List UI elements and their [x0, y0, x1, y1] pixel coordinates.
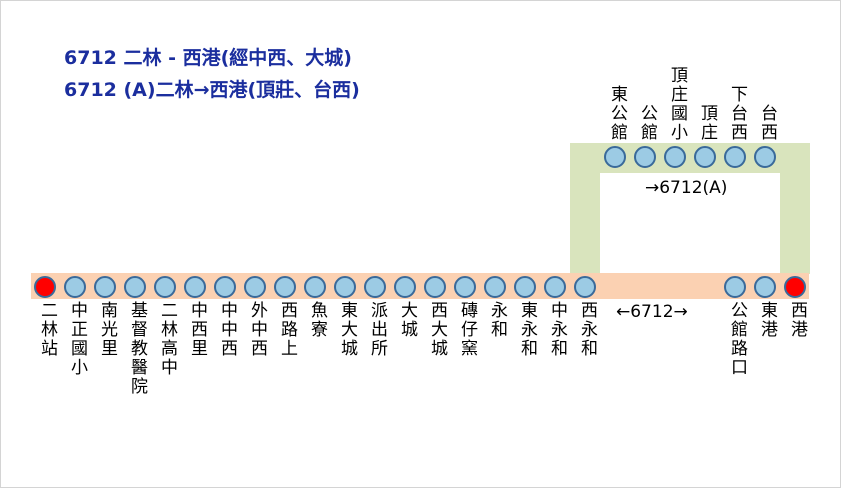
main-stop-marker — [154, 276, 176, 298]
main-stop-label: 中永和 — [547, 301, 567, 358]
main-stop-label: 東永和 — [517, 301, 537, 358]
route-title-main: 6712 二林 - 西港(經中西、大城) — [64, 47, 352, 69]
main-stop-label: 永和 — [487, 301, 507, 339]
main-stop-label: 中中西 — [217, 301, 237, 358]
main-stop-marker — [244, 276, 266, 298]
main-stop-label: 中西里 — [187, 301, 207, 358]
main-stop-marker — [364, 276, 386, 298]
main-stop-marker — [424, 276, 446, 298]
branch-stop-marker — [724, 146, 746, 168]
main-stop-marker — [184, 276, 206, 298]
main-stop-marker — [64, 276, 86, 298]
main-stop-marker — [454, 276, 476, 298]
main-route-band — [31, 273, 809, 299]
branch-stop-label: 頂庄國小 — [667, 66, 687, 142]
branch-stop-label: 下台西 — [727, 85, 747, 142]
main-stop-marker — [94, 276, 116, 298]
end-stop-label: 西港 — [787, 301, 807, 339]
route-title-branch: 6712 (A)二林→西港(頂莊、台西) — [64, 79, 360, 101]
main-stop-label: 磚仔窯 — [457, 301, 477, 358]
main-stop-label: 中正國小 — [67, 301, 87, 377]
main-stop-marker — [574, 276, 596, 298]
branch-stop-marker — [694, 146, 716, 168]
main-stop-marker — [304, 276, 326, 298]
main-stop-label: 外中西 — [247, 301, 267, 358]
branch-stop-marker — [634, 146, 656, 168]
main-stop-label: 大城 — [397, 301, 417, 339]
main-stop-marker — [214, 276, 236, 298]
main-stop-marker — [514, 276, 536, 298]
end-stop-label: 公館路口 — [727, 301, 747, 377]
branch-stop-label: 台西 — [757, 104, 777, 142]
main-stop-marker — [334, 276, 356, 298]
main-stop-label: 西路上 — [277, 301, 297, 358]
end-stop-marker — [724, 276, 746, 298]
main-stop-label: 魚寮 — [307, 301, 327, 339]
main-stop-label: 二林高中 — [157, 301, 177, 377]
end-stop-marker — [754, 276, 776, 298]
end-stop-marker — [784, 276, 806, 298]
main-stop-marker — [484, 276, 506, 298]
main-stop-marker — [394, 276, 416, 298]
branch-stop-label: 東公館 — [607, 85, 627, 142]
branch-route-label: →6712(A) — [645, 178, 728, 198]
branch-stop-label: 頂庄 — [697, 104, 717, 142]
main-stop-label: 西永和 — [577, 301, 597, 358]
main-stop-marker — [544, 276, 566, 298]
main-stop-marker — [274, 276, 296, 298]
branch-route-gap — [600, 173, 780, 273]
main-stop-label: 基督教醫院 — [127, 301, 147, 396]
main-stop-label: 南光里 — [97, 301, 117, 358]
main-stop-marker — [124, 276, 146, 298]
main-stop-label: 二林站 — [37, 301, 57, 358]
main-stop-label: 西大城 — [427, 301, 447, 358]
branch-stop-label: 公館 — [637, 104, 657, 142]
branch-stop-marker — [664, 146, 686, 168]
main-stop-label: 東大城 — [337, 301, 357, 358]
end-stop-label: 東港 — [757, 301, 777, 339]
main-route-label: ←6712→ — [616, 302, 688, 322]
branch-stop-marker — [604, 146, 626, 168]
branch-stop-marker — [754, 146, 776, 168]
main-stop-label: 派出所 — [367, 301, 387, 358]
main-stop-marker — [34, 276, 56, 298]
